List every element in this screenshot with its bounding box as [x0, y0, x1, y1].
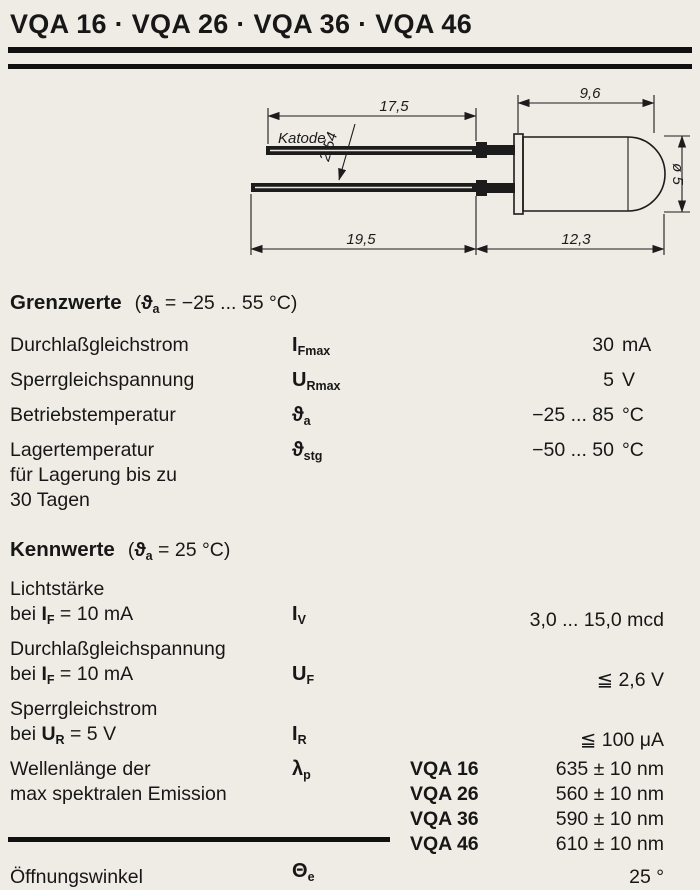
variant-row: VQA 46 610 ± 10 nm [410, 832, 664, 857]
kennwerte-row-wavelength: Wellenlänge der max spektralen Emission … [10, 757, 664, 857]
kennwerte-row: Durchlaßgleichspannung bei IF = 10 mA UF… [10, 637, 664, 693]
variant-row: VQA 36 590 ± 10 nm [410, 807, 664, 832]
variant-name: VQA 26 [410, 783, 479, 805]
param-value: 3,0 ... 15,0 mcd [529, 609, 664, 631]
variant-value: 635 ± 10 nm [555, 758, 664, 780]
param-value: −50 ... 50 [532, 439, 614, 461]
footer-rule [8, 837, 390, 842]
kennwerte-row: Lichtstärke bei IF = 10 mA IV 3,0 ... 15… [10, 577, 664, 633]
grenzwerte-row: Lagertemperatur für Lagerung bis zu 30 T… [10, 438, 664, 513]
param-label: Sperrgleichspannung [10, 369, 195, 391]
kennwerte-row: Öffnungswinkel Θe 25 ° [10, 859, 664, 890]
param-symbol: ϑstg [292, 439, 323, 463]
section-title: Grenzwerte [10, 291, 122, 314]
param-label: Durchlaßgleichspannung bei IF = 10 mA [10, 638, 226, 687]
param-value: ≦ 100 μA [580, 729, 664, 751]
param-symbol: IFmax [292, 334, 331, 358]
param-value: ≦ 2,6 V [596, 669, 664, 691]
kennwerte-heading: Kennwerte (ϑa = 25 °C) [10, 537, 664, 569]
param-value: 5 [603, 369, 614, 391]
dim-label-body-length-bottom: 12,3 [561, 231, 591, 248]
page-title: VQA 16 · VQA 26 · VQA 36 · VQA 46 [10, 9, 473, 39]
kennwerte-row: Sperrgleichstrom bei UR = 5 V IR ≦ 100 μ… [10, 697, 664, 753]
param-symbol: λp [292, 758, 311, 782]
param-label-note: 30 Tagen [10, 489, 90, 511]
param-value: −25 ... 85 [532, 404, 614, 426]
section-condition: (ϑa = 25 °C) [127, 539, 231, 563]
param-label-note: für Lagerung bis zu [10, 464, 177, 486]
param-symbol: URmax [292, 369, 341, 393]
param-label: Lichtstärke bei IF = 10 mA [10, 578, 134, 627]
param-unit: °C [622, 404, 644, 426]
param-unit: V [622, 369, 636, 391]
grenzwerte-row: Betriebstemperatur ϑa −25 ... 85 °C [10, 403, 664, 434]
param-symbol: IV [292, 603, 306, 627]
dim-label-lead-length-top: 17,5 [379, 98, 409, 115]
section-condition: (ϑa = −25 ... 55 °C) [134, 292, 298, 316]
variant-name: VQA 36 [410, 808, 479, 830]
param-label: Durchlaßgleichstrom [10, 334, 189, 356]
param-symbol: UF [292, 663, 315, 687]
variant-value: 590 ± 10 nm [555, 808, 664, 830]
grenzwerte-table: Durchlaßgleichstrom IFmax 30 mA Sperrgle… [10, 333, 664, 513]
param-unit: mA [622, 334, 652, 356]
led-dimension-drawing: 17,5 9,6 Katode 2,54 ø 5 19,5 12,3 [226, 84, 700, 274]
dimension-lines [250, 98, 687, 254]
lead-wire-highlights [255, 149, 472, 189]
dim-label-body-length-top: 9,6 [580, 85, 602, 102]
variant-value: 610 ± 10 nm [555, 833, 664, 855]
variant-value: 560 ± 10 nm [555, 783, 664, 805]
param-symbol: Θe [292, 860, 315, 884]
katode-label: Katode [278, 130, 326, 147]
param-label: Lagertemperatur für Lagerung bis zu 30 T… [10, 438, 292, 513]
variant-values: VQA 16 635 ± 10 nm VQA 26 560 ± 10 nm VQA … [410, 757, 664, 857]
section-title: Kennwerte [10, 538, 115, 561]
grenzwerte-heading: Grenzwerte (ϑa = −25 ... 55 °C) [10, 290, 664, 322]
param-label: Wellenlänge der max spektralen Emission [10, 758, 227, 805]
variant-name: VQA 16 [410, 758, 479, 780]
param-symbol: ϑa [292, 404, 311, 428]
header-rule-top [8, 47, 692, 53]
section-grenzwerte: Grenzwerte (ϑa = −25 ... 55 °C) Durchlaßg… [0, 290, 700, 513]
param-label: Sperrgleichstrom bei UR = 5 V [10, 698, 158, 747]
param-label: Öffnungswinkel [10, 866, 143, 888]
kennwerte-table: Lichtstärke bei IF = 10 mA IV 3,0 ... 15… [10, 577, 664, 890]
param-symbol: IR [292, 723, 307, 747]
variant-row: VQA 26 560 ± 10 nm [410, 782, 664, 807]
datasheet-page: VQA 16 · VQA 26 · VQA 36 · VQA 46 [0, 9, 700, 888]
variant-row: VQA 16 635 ± 10 nm [410, 757, 664, 782]
grenzwerte-row: Sperrgleichspannung URmax 5 V [10, 368, 664, 399]
param-unit: °C [622, 439, 644, 461]
extension-lines [250, 95, 690, 255]
param-value: 30 [592, 334, 614, 356]
grenzwerte-row: Durchlaßgleichstrom IFmax 30 mA [10, 333, 664, 364]
param-value: 25 ° [629, 866, 664, 888]
header-rule-bottom [8, 64, 692, 69]
dim-label-lead-length-bottom: 19,5 [346, 231, 376, 248]
variant-name: VQA 46 [410, 833, 479, 855]
param-label: Betriebstemperatur [10, 404, 176, 426]
dim-label-diameter: ø 5 [669, 163, 686, 185]
led-body-outline [513, 133, 666, 215]
